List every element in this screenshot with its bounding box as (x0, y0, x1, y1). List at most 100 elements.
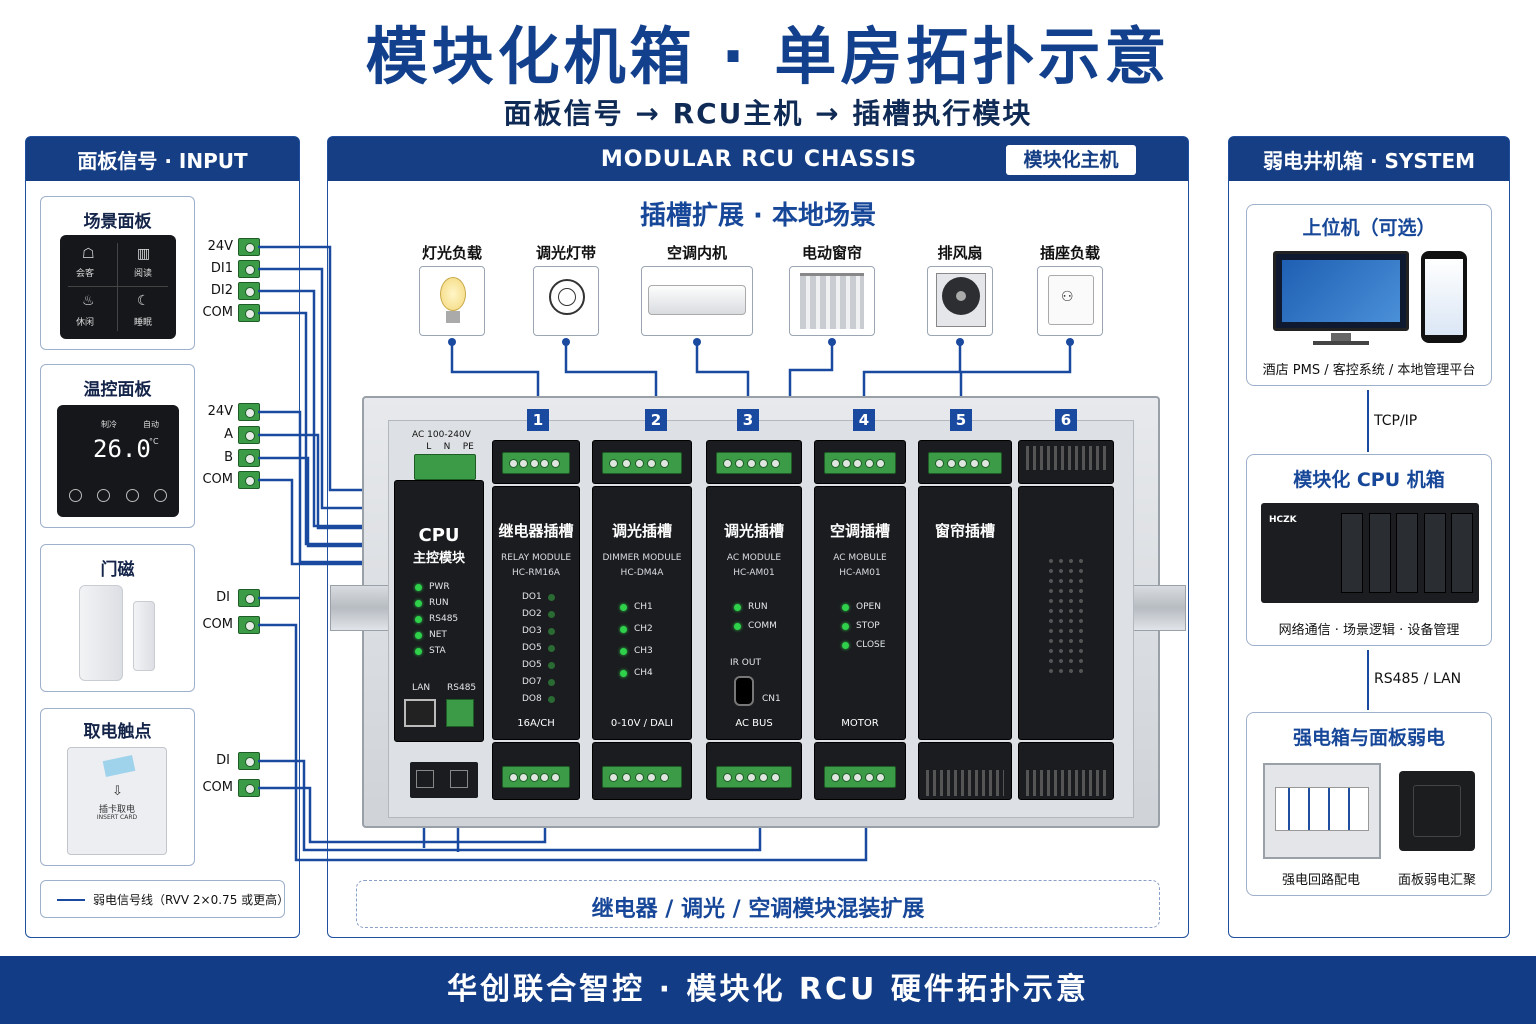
cpu-port-rs485-label: RS485 (447, 683, 477, 693)
terminal[interactable] (238, 304, 260, 322)
vent-grille (1026, 446, 1106, 470)
bottom-port-2[interactable] (450, 770, 468, 788)
thermo-button-3[interactable] (125, 489, 139, 502)
module-title: 窗帘插槽 (934, 522, 995, 540)
terminal-label: DI (216, 753, 230, 768)
led-label: RS485 (429, 614, 459, 624)
cpu-chassis-block: 模块化 CPU 机箱 HCZK 网络通信 · 场景逻辑 · 设备管理 (1246, 454, 1492, 646)
power-box-title: 强电箱与面板弱电 (1292, 727, 1445, 749)
cpu-title: CPU (418, 525, 460, 546)
page-title: 模块化机箱 · 单房拓扑示意 (365, 20, 1171, 93)
module-terminal-block[interactable] (716, 766, 792, 788)
scene-button-4[interactable]: 睡眠 (134, 318, 153, 328)
scene-button-2[interactable]: 阅读 (134, 269, 153, 279)
terminal-label: A (224, 427, 233, 442)
speaker-grille (1046, 556, 1086, 676)
down-arrow-icon: ⇩ (112, 784, 123, 799)
module-terminal-block[interactable] (502, 452, 570, 474)
slot-number: 4 (853, 409, 875, 431)
slot-module (814, 486, 906, 740)
channel-led (734, 623, 741, 630)
scene-button-3[interactable]: 休闲 (76, 318, 95, 328)
channel-led (620, 670, 627, 677)
monitor-icon (1273, 251, 1409, 331)
led-strip-icon (533, 266, 599, 336)
module-model: DIMMER MODULE (602, 553, 682, 563)
power-box-right-caption: 面板弱电汇聚 (1397, 873, 1476, 888)
module-footer: AC BUS (735, 718, 773, 729)
channel-led (548, 594, 555, 601)
bottom-port-1[interactable] (416, 770, 434, 788)
ir-port[interactable] (734, 676, 754, 706)
status-led (415, 600, 422, 607)
terminal[interactable] (238, 616, 260, 634)
terminal-label: DI2 (210, 283, 233, 298)
module-footer: MOTOR (841, 718, 879, 729)
cpu-chassis-title: 模块化 CPU 机箱 (1293, 469, 1445, 491)
channel-led (842, 604, 849, 611)
module-terminal-block[interactable] (602, 452, 682, 474)
thermo-unit: °C (149, 437, 159, 446)
channel-led (620, 626, 627, 633)
module-terminal-block[interactable] (824, 452, 896, 474)
power-terminal-block[interactable] (414, 454, 476, 480)
scene-button-1[interactable]: 会客 (76, 269, 95, 279)
channel-label: DO3 (522, 626, 542, 636)
module-title: 调光插槽 (723, 522, 784, 540)
module-terminal-block[interactable] (824, 766, 896, 788)
module-terminal-block[interactable] (602, 766, 682, 788)
channel-label: DO7 (522, 677, 542, 687)
chassis-bottom-banner: 继电器 / 调光 / 空调模块混装扩展 (356, 880, 1160, 928)
leisure-icon: ♨ (82, 293, 95, 309)
system-panel-header: 弱电井机箱 · SYSTEM (1229, 137, 1509, 181)
cn1-label: CN1 (762, 694, 781, 704)
thermo-button-1[interactable] (69, 489, 82, 502)
channel-label: OPEN (856, 602, 881, 612)
cpu-bottom-ports (410, 762, 478, 798)
thermo-panel-title: 温控面板 (83, 380, 152, 400)
channel-label: CLOSE (856, 640, 886, 650)
cpu-chassis-device: HCZK (1261, 503, 1479, 603)
terminal[interactable] (238, 238, 260, 256)
status-led (415, 584, 422, 591)
channel-label: DO1 (522, 592, 542, 602)
cpu-port-lan-label: LAN (412, 683, 431, 693)
module-model: RELAY MODULE (500, 553, 572, 563)
panel-switch-icon (1399, 771, 1475, 851)
channel-led (842, 642, 849, 649)
channel-label: DO8 (522, 694, 542, 704)
fan-icon (927, 266, 993, 336)
chassis-banner-text: 继电器 / 调光 / 空调模块混装扩展 (591, 897, 925, 922)
status-led (415, 632, 422, 639)
module-terminal-block[interactable] (716, 452, 792, 474)
power-pin-pe: PE (462, 442, 474, 452)
thermo-button-4[interactable] (153, 489, 167, 502)
channel-label: CH1 (634, 602, 653, 612)
rs485-port[interactable] (446, 699, 474, 727)
host-title: 上位机（可选） (1302, 217, 1436, 239)
channel-label: DO5 (522, 643, 542, 653)
channel-led (620, 648, 627, 655)
lan-port[interactable] (404, 699, 436, 727)
link-label-tcp: TCP/IP (1374, 413, 1418, 429)
device-label: 排风扇 (937, 244, 983, 262)
power-pin-l: L (426, 442, 432, 452)
terminal-label: COM (202, 780, 233, 795)
scene-panel-title: 场景面板 (83, 212, 152, 232)
module-terminal-block[interactable] (928, 452, 1002, 474)
air-conditioner-icon (641, 266, 753, 336)
led-label: STA (429, 646, 446, 656)
terminal-label: COM (202, 472, 233, 487)
module-terminal-block[interactable] (502, 766, 570, 788)
terminal-label: DI1 (210, 261, 233, 276)
device-label: 空调内机 (666, 244, 727, 262)
channel-led (548, 696, 555, 703)
channel-led (548, 611, 555, 618)
terminal-label: 24V (207, 404, 233, 419)
module-model: AC MODULE (726, 553, 782, 563)
device-label: 插座负载 (1039, 244, 1100, 262)
channel-led (734, 604, 741, 611)
terminal[interactable] (238, 449, 260, 467)
thermo-button-2[interactable] (97, 489, 111, 502)
terminal[interactable] (238, 589, 260, 607)
